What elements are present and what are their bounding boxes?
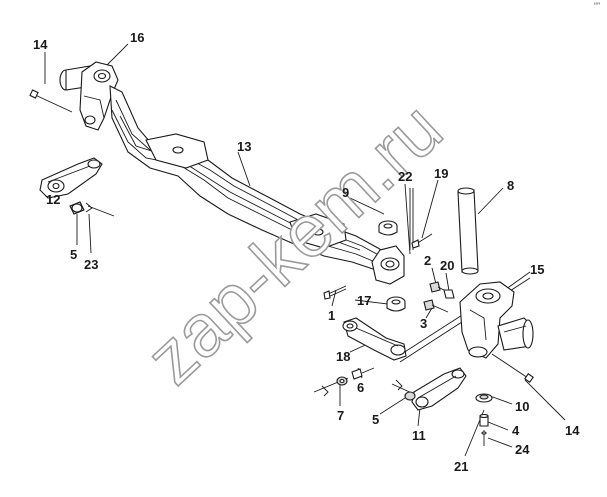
callout-18: 18: [336, 349, 350, 364]
callout-3: 3: [420, 316, 427, 331]
callout-10: 10: [515, 399, 529, 414]
callout-12: 12: [46, 192, 60, 207]
sleeve-8: [457, 187, 479, 275]
callout-9: 9: [342, 185, 349, 200]
steering-knuckle: [459, 281, 534, 359]
callout-4: 4: [512, 423, 520, 438]
corner-mark: “”: [594, 1, 600, 11]
callout-7: 7: [337, 408, 344, 423]
callout-14-right: 14: [565, 423, 580, 438]
watermark: zap-kem.ru: [130, 87, 457, 400]
king-pin-parts: [323, 188, 433, 312]
callout-1: 1: [328, 308, 335, 323]
callout-20: 20: [440, 258, 454, 273]
king-pin-left: [29, 89, 73, 113]
callout-6: 6: [357, 380, 364, 395]
steering-arm-left: [39, 157, 115, 217]
tie-rod-18: [342, 317, 407, 361]
king-pin-right: [491, 353, 534, 383]
steering-arm-right: [391, 367, 467, 411]
callout-13: 13: [237, 139, 251, 154]
callout-5-left: 5: [70, 247, 77, 262]
callout-15: 15: [530, 262, 544, 277]
callout-21: 21: [454, 459, 468, 474]
callout-5-right: 5: [372, 412, 379, 427]
callout-14: 14: [33, 37, 48, 52]
nut-7-washer-6: [313, 367, 375, 397]
callout-16: 16: [130, 30, 144, 45]
callouts: 14 16 13 12 5 23 9 22 19 8 2 20 15 17 1 …: [33, 30, 580, 474]
callout-22: 22: [398, 169, 412, 184]
callout-11: 11: [412, 428, 426, 443]
callout-2: 2: [424, 253, 431, 268]
callout-24: 24: [515, 442, 530, 457]
callout-23: 23: [84, 257, 98, 272]
callout-19: 19: [434, 166, 448, 181]
axle-beam: [59, 61, 405, 285]
bolts-2-20-3: [423, 281, 455, 313]
callout-8: 8: [507, 178, 514, 193]
callout-17: 17: [357, 293, 371, 308]
lower-parts-10-4-24: [475, 393, 493, 446]
